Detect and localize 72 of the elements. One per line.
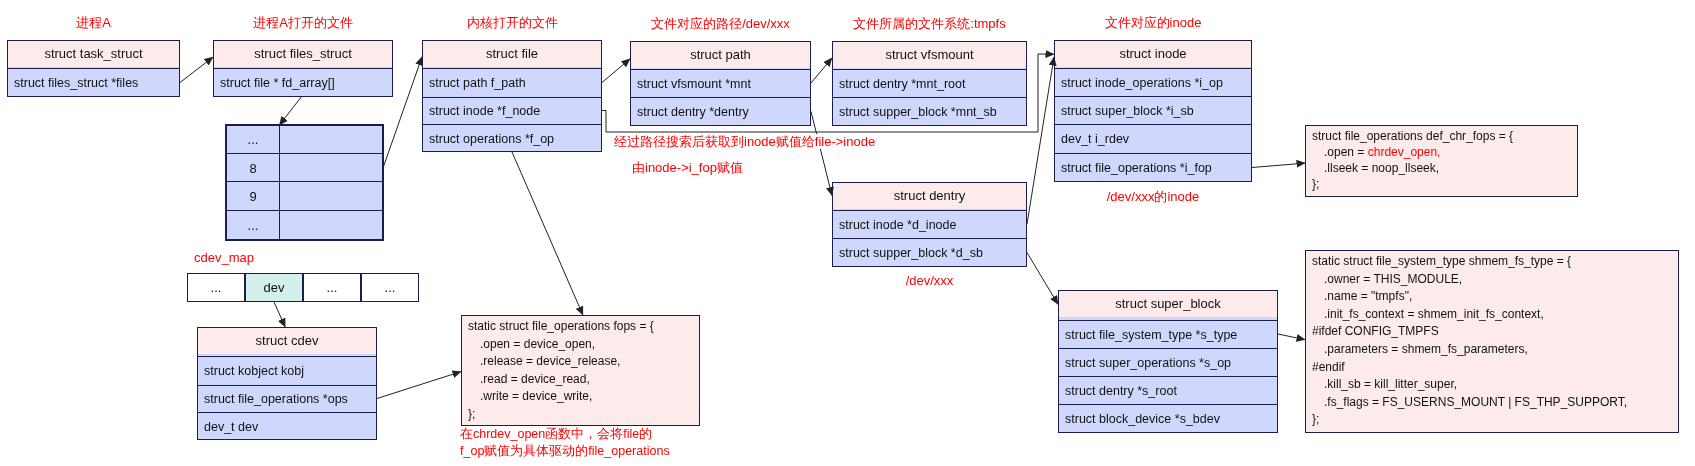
struct-header: struct inode	[1054, 40, 1252, 67]
struct-header: struct file	[422, 40, 602, 67]
code-line: .read = device_read,	[479, 370, 590, 388]
arrow	[278, 96, 302, 126]
code-line: .open = chrdev_open,	[1323, 144, 1441, 160]
code-line: };	[1312, 176, 1320, 192]
annotation: 文件对应的路径/dev/xxx	[651, 15, 790, 33]
array-cell: ...	[361, 273, 419, 302]
array-cell: ...	[303, 273, 361, 302]
struct-box	[197, 327, 377, 440]
arrow	[273, 301, 286, 328]
code-line: static struct file_operations fops = {	[468, 318, 654, 335]
arrow	[376, 370, 462, 399]
arrow	[1026, 252, 1059, 305]
array-cell	[279, 181, 384, 212]
array-cell: ...	[187, 273, 245, 302]
struct-header: struct task_struct	[7, 40, 180, 67]
annotation: /dev/xxx	[905, 273, 954, 288]
arrow	[382, 56, 423, 169]
struct-header: struct super_block	[1058, 290, 1278, 317]
array-title: cdev_map	[194, 250, 254, 265]
struct-header: struct path	[630, 41, 811, 68]
code-line: static struct file_system_type shmem_fs_type = {	[1312, 253, 1572, 270]
arrow	[179, 56, 214, 83]
array-cell	[279, 210, 384, 241]
fd-array-table	[226, 125, 383, 240]
code-box	[1305, 125, 1578, 197]
annotation: 在chrdev_open函数中，会将file的f_op赋值为具体驱动的file_operations	[460, 426, 671, 460]
arrow	[1277, 333, 1306, 342]
code-line: struct file_operations def_chr_fops = {	[1312, 128, 1514, 144]
annotation: 进程A	[76, 14, 111, 32]
code-line: .llseek = noop_llseek,	[1323, 160, 1440, 176]
code-line: };	[468, 405, 476, 423]
struct-header: struct files_struct	[213, 40, 393, 67]
struct-box	[1058, 290, 1278, 433]
struct-header: struct vfsmount	[832, 41, 1027, 68]
arrow	[1251, 159, 1306, 168]
code-box	[1305, 250, 1679, 433]
array-cell	[279, 153, 384, 183]
struct-header: struct dentry	[832, 182, 1027, 209]
code-line: .owner = THIS_MODULE,	[1323, 270, 1463, 288]
code-line: };	[1312, 411, 1320, 429]
arrow	[810, 111, 834, 197]
array-cell: ...	[225, 124, 281, 155]
code-line: .init_fs_context = shmem_init_fs_context,	[1323, 305, 1544, 323]
array-cell: ...	[225, 210, 281, 241]
array-cell: 8	[225, 153, 281, 183]
annotation: 进程A打开的文件	[253, 14, 353, 32]
code-line: .open = device_open,	[479, 335, 596, 353]
code-line: .name = "tmpfs",	[1323, 288, 1413, 306]
note-text: 经过路径搜索后获取到inode赋值给file->inode	[614, 134, 876, 149]
code-line: .kill_sb = kill_litter_super,	[1323, 376, 1458, 394]
arrow	[511, 151, 584, 316]
array-cell: 9	[225, 181, 281, 212]
annotation: 内核打开的文件	[466, 14, 558, 32]
annotation: 文件对应的inode	[1104, 14, 1202, 32]
annotation: 文件所属的文件系统:tmpfs	[853, 15, 1006, 33]
array-cell: dev	[245, 273, 303, 302]
note-text: 由inode->i_fop赋值	[632, 160, 743, 175]
code-line: #ifdef CONFIG_TMPFS	[1312, 323, 1439, 341]
code-line: .write = device_write,	[479, 388, 593, 405]
code-line: .parameters = shmem_fs_parameters,	[1323, 340, 1528, 358]
arrow	[1026, 56, 1057, 225]
annotation: /dev/xxx的inode	[1106, 188, 1200, 206]
array-cell	[279, 124, 384, 155]
arrow	[601, 50, 1055, 133]
arrow	[601, 58, 631, 83]
code-line: .release = device_release,	[479, 353, 621, 370]
arrow	[810, 57, 833, 84]
struct-header: struct cdev	[197, 327, 377, 354]
code-line: #endif	[1312, 358, 1345, 376]
code-line: .fs_flags = FS_USERNS_MOUNT | FS_THP_SUPPORT,	[1323, 393, 1628, 411]
